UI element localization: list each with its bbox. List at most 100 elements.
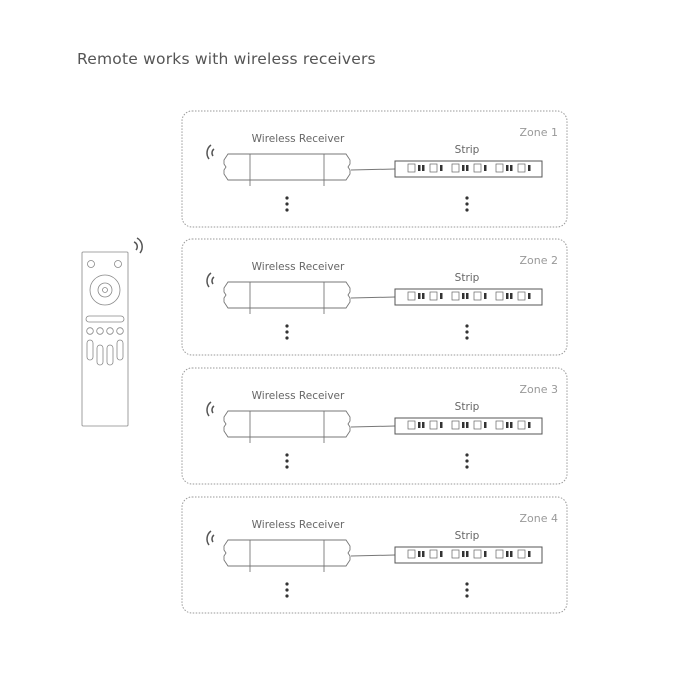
zone-label: Zone 4	[520, 512, 559, 525]
ellipsis-dot	[285, 336, 289, 340]
wireless-receiver	[223, 281, 351, 314]
ellipsis-dot	[285, 453, 289, 457]
wireless-receiver	[223, 153, 351, 186]
resistor	[528, 165, 531, 171]
ellipsis-dot	[285, 202, 289, 206]
led	[429, 291, 438, 301]
wireless-icon	[206, 530, 215, 546]
wireless-receiver	[223, 539, 351, 572]
led	[495, 163, 504, 173]
ellipsis-dot	[285, 324, 289, 328]
led	[495, 291, 504, 301]
ellipsis-dot	[285, 582, 289, 586]
led	[517, 549, 526, 559]
resistor	[484, 422, 487, 428]
resistor	[528, 551, 531, 557]
wireless-icon	[206, 272, 215, 288]
signal-icon	[133, 237, 143, 254]
led	[473, 291, 482, 301]
wire	[350, 425, 396, 428]
wireless-icon	[206, 401, 215, 417]
led-strip	[394, 417, 543, 435]
remote-control	[81, 237, 143, 427]
zone-label: Zone 3	[520, 383, 559, 396]
led-strip	[394, 288, 543, 306]
resistor	[506, 422, 509, 428]
ellipsis-dot	[285, 465, 289, 469]
ellipsis-dot	[465, 594, 469, 598]
strip-label: Strip	[455, 530, 480, 542]
led	[407, 549, 416, 559]
diagram-title: Remote works with wireless receivers	[77, 50, 376, 68]
ellipsis-dot	[465, 453, 469, 457]
resistor	[440, 293, 443, 299]
ellipsis-dot	[465, 588, 469, 592]
resistor	[418, 165, 421, 171]
led	[495, 549, 504, 559]
led	[517, 163, 526, 173]
resistor	[462, 422, 465, 428]
ellipsis-dot	[465, 465, 469, 469]
ellipsis-dot	[285, 588, 289, 592]
led	[407, 291, 416, 301]
led	[473, 163, 482, 173]
led	[473, 420, 482, 430]
led-strip	[394, 546, 543, 564]
receiver-label: Wireless Receiver	[252, 390, 345, 402]
ellipsis-dot	[465, 459, 469, 463]
led	[407, 420, 416, 430]
resistor	[528, 293, 531, 299]
led	[451, 291, 460, 301]
ellipsis-dot	[285, 208, 289, 212]
resistor	[484, 165, 487, 171]
resistor	[418, 422, 421, 428]
zone-label: Zone 1	[520, 126, 559, 139]
led	[451, 420, 460, 430]
wireless-receiver	[223, 410, 351, 443]
ellipsis-dot	[285, 459, 289, 463]
led	[429, 163, 438, 173]
ellipsis-dot	[465, 582, 469, 586]
resistor	[506, 551, 509, 557]
resistor	[528, 422, 531, 428]
ellipsis-dot	[465, 208, 469, 212]
resistor	[418, 551, 421, 557]
led	[517, 291, 526, 301]
resistor	[462, 551, 465, 557]
led	[407, 163, 416, 173]
ellipsis-dot	[465, 330, 469, 334]
resistor	[440, 551, 443, 557]
ellipsis-dot	[465, 324, 469, 328]
strip-label: Strip	[455, 144, 480, 156]
resistor	[506, 293, 509, 299]
ellipsis-dot	[285, 594, 289, 598]
wire	[350, 168, 396, 171]
wireless-icon	[206, 144, 215, 160]
resistor	[484, 551, 487, 557]
resistor	[418, 293, 421, 299]
resistor	[440, 165, 443, 171]
wire	[350, 554, 396, 557]
ellipsis-dot	[465, 336, 469, 340]
resistor	[462, 165, 465, 171]
receiver-label: Wireless Receiver	[252, 133, 345, 145]
led-strip	[394, 160, 543, 178]
receiver-label: Wireless Receiver	[252, 261, 345, 273]
strip-label: Strip	[455, 272, 480, 284]
led	[517, 420, 526, 430]
led	[495, 420, 504, 430]
resistor	[484, 293, 487, 299]
ellipsis-dot	[285, 330, 289, 334]
ellipsis-dot	[465, 196, 469, 200]
led	[429, 549, 438, 559]
led	[451, 163, 460, 173]
resistor	[440, 422, 443, 428]
resistor	[506, 165, 509, 171]
resistor	[462, 293, 465, 299]
zone-label: Zone 2	[520, 254, 559, 267]
